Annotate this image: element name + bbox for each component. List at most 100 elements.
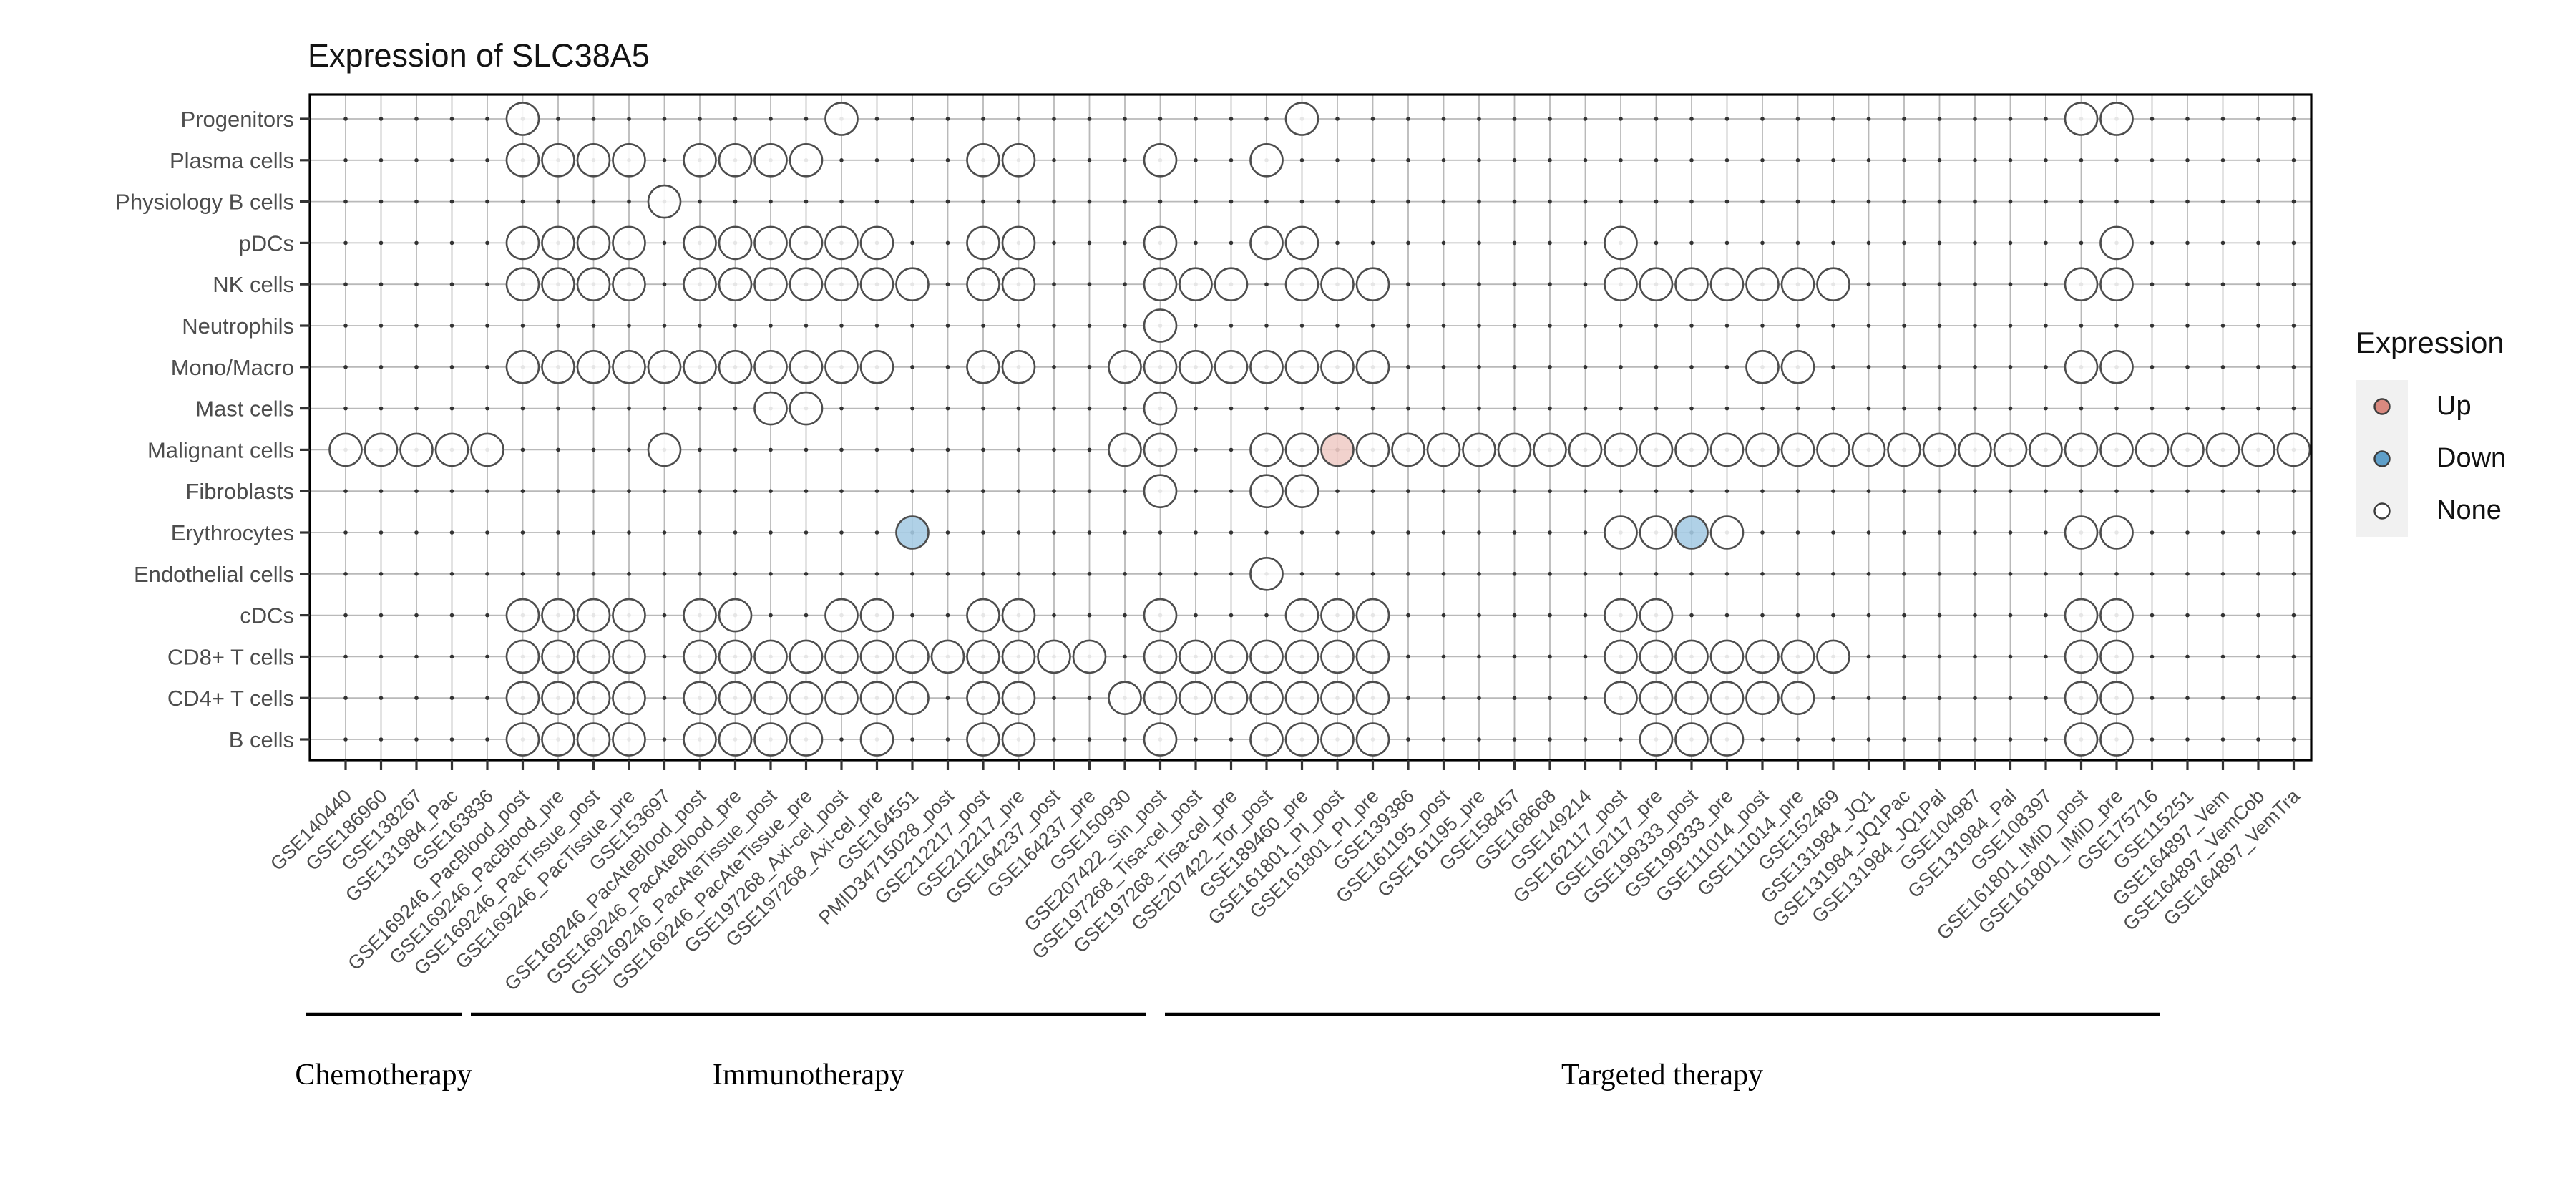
dot-none [683,349,717,384]
grid-point [1194,613,1198,618]
grid-point [2185,282,2190,287]
grid-point [804,489,809,493]
grid-point [1477,613,1481,618]
grid-point [2291,324,2296,328]
grid-point [1866,282,1871,287]
grid-point [2256,613,2260,618]
grid-point [1370,572,1375,576]
grid-point [1406,158,1410,162]
grid-point [379,737,384,742]
grid-point [449,199,454,204]
dot-none [399,432,434,467]
grid-point [1123,282,1127,287]
grid-point [698,199,702,204]
chart-title: Expression of SLC38A5 [308,37,650,74]
grid-point [591,406,596,411]
grid-point [449,282,454,287]
grid-point [1229,406,1234,411]
grid-point [1583,199,1588,204]
grid-point [1229,613,1234,618]
grid-point [1370,158,1375,162]
grid-point [1724,324,1729,328]
grid-point [1016,572,1021,576]
grid-point [662,406,667,411]
dot-none [1249,639,1284,674]
grid-point [1512,696,1517,700]
dot-none [576,349,611,384]
dot-none [895,267,930,302]
dot-none [824,225,859,261]
grid-point [627,530,631,535]
grid-point [343,489,348,493]
grid-point [1123,654,1127,659]
grid-point [2256,282,2260,287]
grid-point [1087,613,1092,618]
grid-point [1583,365,1588,369]
grid-point [343,158,348,162]
grid-point [1477,737,1481,742]
grid-point [449,654,454,659]
grid-point [1548,324,1552,328]
dot-none [541,349,575,384]
grid-point [1087,324,1092,328]
grid-point [769,613,773,618]
dot-none [2170,432,2205,467]
grid-point [1370,530,1375,535]
grid-point [1583,572,1588,576]
dot-none [1462,432,1496,467]
grid-point [1760,613,1765,618]
grid-point [1052,737,1056,742]
grid-point [874,489,879,493]
dot-none [2099,102,2134,136]
dot-none [718,722,753,757]
grid-point [2008,613,2013,618]
dot-none [2064,349,2099,384]
y-axis-label: Erythrocytes [171,520,294,545]
grid-point [698,406,702,411]
grid-point [414,117,419,121]
grid-point [1866,613,1871,618]
dot-none [2099,432,2134,467]
grid-point [1902,282,1906,287]
dot-none [1320,598,1355,633]
grid-point [981,117,985,121]
y-axis-label: cDCs [240,603,294,628]
grid-point [2150,282,2155,287]
grid-point [945,240,950,246]
dot-none [541,143,575,178]
grid-point [1477,365,1481,369]
grid-point [2220,737,2225,742]
grid-point [1512,737,1517,742]
grid-point [1406,654,1410,659]
grid-point [2150,696,2155,700]
grid-point [698,447,702,452]
grid-point [485,572,489,576]
dot-none [753,681,788,716]
grid-point [910,117,914,121]
grid-point [1016,199,1021,204]
grid-point [945,117,950,121]
dot-none [683,639,717,674]
grid-point [1441,365,1446,369]
dot-none [1674,267,1709,302]
grid-point [1087,199,1092,204]
grid-point [485,696,489,700]
grid-point [769,489,773,493]
grid-point [2256,240,2260,246]
grid-point [2079,406,2084,411]
grid-point [1548,199,1552,204]
dot-none [1179,349,1213,384]
grid-point [1441,572,1446,576]
grid-point [2185,406,2190,411]
grid-point [2150,489,2155,493]
grid-point [2220,696,2225,700]
dot-none [505,102,540,136]
grid-point [1902,365,1906,369]
group-label-immunotherapy: Immunotherapy [712,1059,905,1092]
dot-none [718,681,753,716]
grid-point [2220,324,2225,328]
grid-point [1087,447,1092,452]
dot-none [859,598,894,633]
grid-point [2079,572,2084,576]
dot-none [1249,556,1284,591]
